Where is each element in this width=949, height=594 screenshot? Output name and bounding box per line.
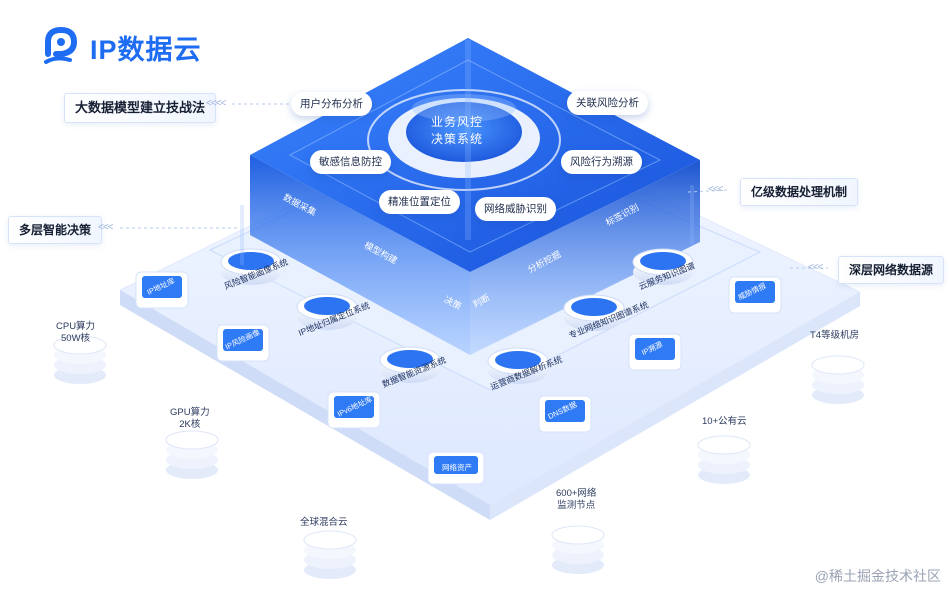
resource-stack xyxy=(811,355,865,404)
top-block-left-side xyxy=(250,155,470,355)
disc xyxy=(563,294,625,331)
brand-name: IP数据云 xyxy=(90,34,202,65)
glass-pillar xyxy=(465,40,471,240)
callout-arrow-icon: <<< xyxy=(808,262,824,273)
callout-arrow-icon: <<< xyxy=(708,184,724,195)
resource-stack xyxy=(303,530,357,579)
resource-label: 全球混合云 xyxy=(300,517,348,528)
feature-pill: 精准位置定位 xyxy=(379,190,460,214)
connector-line xyxy=(687,189,731,193)
feature-pill: 网络威胁识别 xyxy=(475,197,556,221)
callout-arrow-icon: <<<< xyxy=(206,98,226,109)
resource-stack xyxy=(165,430,219,479)
tile xyxy=(427,451,485,485)
center-disc xyxy=(406,102,522,162)
top-block-right-side xyxy=(470,160,700,355)
tile xyxy=(728,276,782,314)
center-ring-outer xyxy=(367,89,561,191)
tile xyxy=(538,395,592,433)
callout-deep-network: 深层网络数据源 xyxy=(838,256,945,284)
base-platform-edge-left xyxy=(120,290,490,520)
tile xyxy=(327,391,381,429)
disc xyxy=(220,248,282,285)
base-platform-edge-right xyxy=(490,292,860,520)
feature-pill: 关联风险分析 xyxy=(567,91,648,115)
resource-label: GPU算力 2K核 xyxy=(170,407,210,430)
callout-multi-layer: 多层智能决策 xyxy=(8,216,103,244)
center-title-line2: 决策系统 xyxy=(431,132,484,146)
center-disc-top xyxy=(412,94,516,122)
disc xyxy=(487,347,549,384)
watermark: @稀土掘金技术社区 xyxy=(814,568,941,584)
center-title-line1: 业务风控 xyxy=(431,115,484,129)
tile xyxy=(628,333,682,371)
resource-stack xyxy=(697,435,751,484)
brand-logo: IP数据云 xyxy=(40,24,202,70)
resource-label: CPU算力 50W核 xyxy=(56,321,96,344)
feature-pill: 敏感信息防控 xyxy=(310,150,391,174)
tile-label: 网络资产 xyxy=(442,463,472,472)
resource-label: 10+公有云 xyxy=(702,416,747,427)
tile xyxy=(216,324,270,362)
disc xyxy=(379,346,441,383)
center-title: 业务风控 决策系统 xyxy=(431,114,483,148)
tile xyxy=(135,271,189,309)
feature-pill: 用户分布分析 xyxy=(291,92,372,116)
disc xyxy=(632,248,694,285)
resource-label: 600+网络 监测节点 xyxy=(556,488,597,511)
feature-pill: 风险行为溯源 xyxy=(561,150,642,174)
callout-billion-data: 亿级数据处理机制 xyxy=(740,178,859,206)
resource-stack xyxy=(551,525,605,574)
glass-pillar xyxy=(240,205,244,265)
callout-arrow-icon: <<< xyxy=(98,222,114,233)
resource-label: T4等级机房 xyxy=(810,330,860,341)
logo-mark-icon xyxy=(44,26,78,64)
top-block-inner xyxy=(288,59,662,253)
glass-pillar xyxy=(690,185,694,245)
resource-stack xyxy=(53,335,107,384)
disc xyxy=(296,293,358,330)
callout-big-data-model: 大数据模型建立技战法 xyxy=(64,93,217,123)
